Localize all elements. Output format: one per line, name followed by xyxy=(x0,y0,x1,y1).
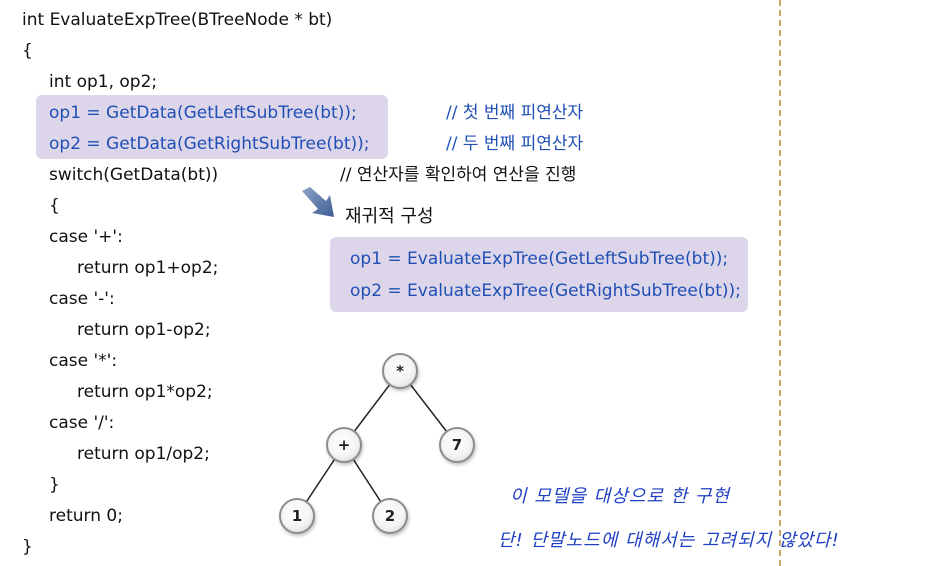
code-open-brace: { xyxy=(22,41,33,61)
code-switch-open: { xyxy=(49,196,60,216)
code-decl: int op1, op2; xyxy=(49,72,158,92)
tree-node-left: + xyxy=(326,427,362,463)
code-case-mul: case '*': xyxy=(49,351,118,371)
tree-node-left-left: 1 xyxy=(279,498,315,534)
tree-node-left-right: 2 xyxy=(372,498,408,534)
note-line-2: 단! 단말노드에 대해서는 고려되지 않았다! xyxy=(498,530,840,551)
tree-node-root: * xyxy=(382,353,418,389)
code-switch-close: } xyxy=(49,475,60,495)
dashed-divider xyxy=(779,0,781,566)
code-return-zero: return 0; xyxy=(49,506,123,526)
code-op1-line: op1 = GetData(GetLeftSubTree(bt)); xyxy=(49,103,357,123)
comment-first-operand: // 첫 번째 피연산자 xyxy=(446,103,584,123)
code-close-brace: } xyxy=(22,537,33,557)
highlight-operand-lines xyxy=(36,95,388,159)
tree-node-right: 7 xyxy=(439,427,475,463)
code-return-div: return op1/op2; xyxy=(77,444,210,464)
code-return-mul: return op1*op2; xyxy=(77,382,213,402)
comment-switch: // 연산자를 확인하여 연산을 진행 xyxy=(340,165,577,185)
note-line-1: 이 모델을 대상으로 한 구현 xyxy=(510,486,731,507)
code-return-plus: return op1+op2; xyxy=(77,258,219,278)
code-signature: int EvaluateExpTree(BTreeNode * bt) xyxy=(22,10,333,30)
code-case-minus: case '-': xyxy=(49,289,115,309)
code-switch-line: switch(GetData(bt)) xyxy=(49,165,219,185)
code-case-plus: case '+': xyxy=(49,227,123,247)
arrow-down-right-icon xyxy=(302,187,334,217)
code-case-div: case '/': xyxy=(49,413,115,433)
recursive-line-2: op2 = EvaluateExpTree(GetRightSubTree(bt… xyxy=(350,281,741,301)
comment-second-operand: // 두 번째 피연산자 xyxy=(446,134,584,154)
highlight-recursive-lines xyxy=(330,237,748,312)
code-op2-line: op2 = GetData(GetRightSubTree(bt)); xyxy=(49,134,370,154)
code-return-minus: return op1-op2; xyxy=(77,320,211,340)
recursive-line-1: op1 = EvaluateExpTree(GetLeftSubTree(bt)… xyxy=(350,249,729,269)
recursive-title: 재귀적 구성 xyxy=(345,206,434,227)
